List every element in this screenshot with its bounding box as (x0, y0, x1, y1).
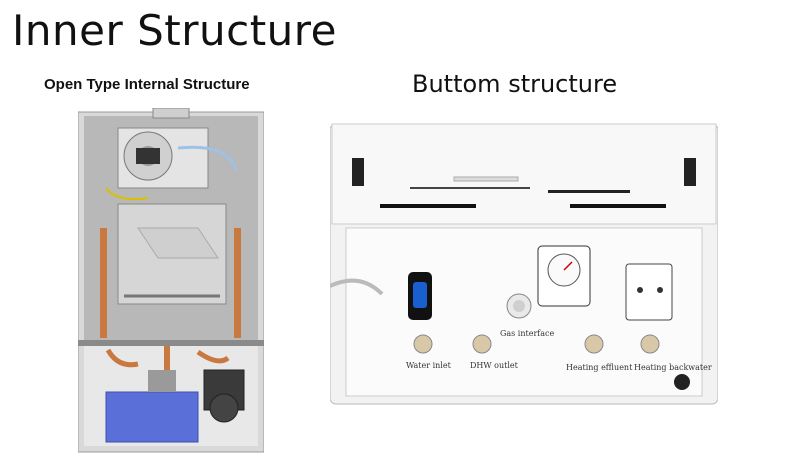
dhw-outlet-label: DHW outlet (470, 361, 519, 370)
right-panel-caption: Buttom structure (412, 70, 618, 98)
gas-interface-label: Gas interface (500, 329, 555, 338)
fan-assembly (105, 127, 238, 201)
boiler-interior-image (78, 108, 264, 454)
page-title: Inner Structure (12, 6, 337, 55)
left-panel-caption: Open Type Internal Structure (44, 76, 250, 93)
heating-backwater-label: Heating backwater (634, 363, 712, 372)
boiler-bottom-image: Water inlet DHW outlet Gas interface Hea… (330, 122, 718, 406)
water-inlet-label: Water inlet (406, 361, 452, 370)
hydraulic-block (105, 391, 199, 443)
heating-effluent-label: Heating effluent (566, 363, 633, 372)
heat-exchanger (117, 203, 227, 305)
